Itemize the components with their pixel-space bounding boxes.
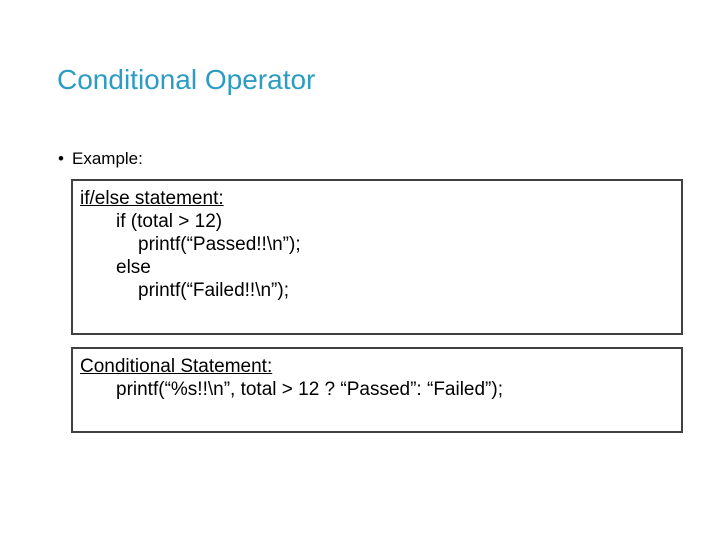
if-else-example-box: if/else statement: if (total > 12) print… — [71, 179, 683, 335]
bullet-icon: • — [58, 149, 64, 168]
code-line-printf-failed: printf(“Failed!!\n”); — [138, 280, 289, 301]
bullet-label: Example: — [72, 149, 143, 168]
conditional-statement-box: Conditional Statement: printf(“%s!!\n”, … — [71, 347, 683, 433]
conditional-statement-heading: Conditional Statement: — [80, 356, 273, 377]
code-line-ternary-printf: printf(“%s!!\n”, total > 12 ? “Passed”: … — [116, 379, 503, 400]
page-title: Conditional Operator — [57, 64, 316, 95]
code-line-if: if (total > 12) — [116, 211, 223, 232]
code-line-printf-passed: printf(“Passed!!\n”); — [138, 234, 301, 255]
if-else-heading: if/else statement: — [80, 188, 224, 209]
bullet-item: • Example: — [58, 148, 143, 170]
code-line-else: else — [116, 257, 151, 278]
